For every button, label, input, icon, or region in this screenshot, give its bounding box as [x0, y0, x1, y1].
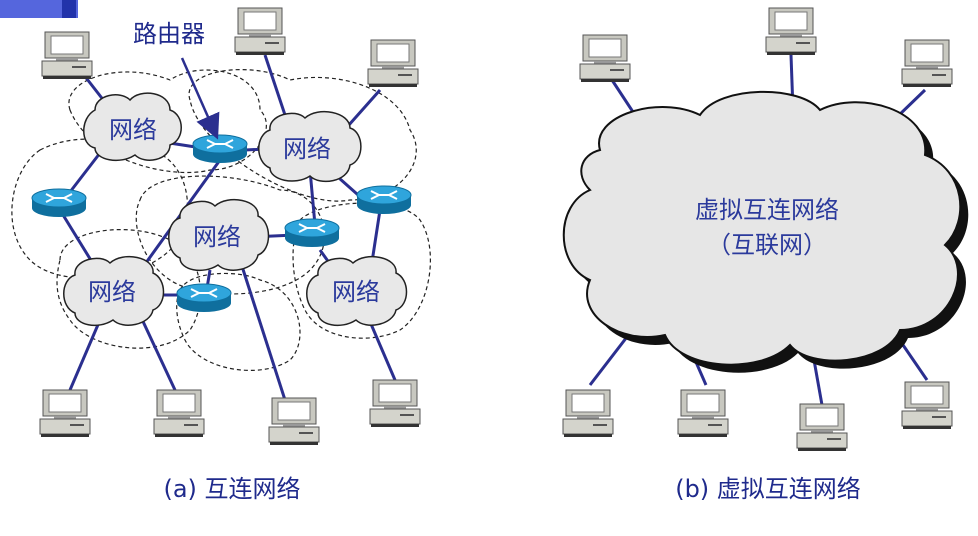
router-icon	[192, 134, 248, 164]
left-diagram: 网络 网络 网络 网络 网络 路由器	[11, 7, 431, 503]
computer-icon	[901, 381, 953, 430]
caption-b: (b) 虚拟互连网络	[675, 475, 861, 503]
computer-icon	[796, 403, 848, 452]
corner-decoration	[0, 0, 78, 18]
dashed-boundary	[135, 175, 326, 295]
computer-icon	[234, 7, 286, 56]
caption-a: (a) 互连网络	[163, 475, 300, 503]
router-icon	[176, 283, 232, 313]
computer-icon	[367, 39, 419, 88]
router-icon	[31, 188, 87, 218]
dashed-boundary	[68, 69, 267, 174]
cloud-title: 虚拟互连网络	[695, 196, 839, 224]
router-icon	[356, 185, 412, 215]
network-label: 网络	[88, 278, 136, 306]
computer-icon	[901, 39, 953, 88]
computer-icon	[41, 31, 93, 80]
router-label: 路由器	[133, 20, 205, 48]
dashed-boundary	[11, 138, 189, 279]
dashed-boundary	[176, 272, 301, 371]
computer-icon	[268, 397, 320, 446]
network-label: 网络	[283, 135, 331, 163]
right-diagram: 虚拟互连网络 （互联网） (b) 虚拟互连网络	[562, 7, 969, 503]
internet-cloud-icon: 虚拟互连网络 （互联网）	[562, 90, 969, 373]
computer-icon	[562, 389, 614, 438]
router-icon	[284, 218, 340, 248]
computer-icon	[765, 7, 817, 56]
computer-icon	[369, 379, 421, 428]
arrow-icon	[180, 57, 220, 140]
dashed-boundary	[188, 69, 417, 202]
network-cloud-icon: 网络	[306, 255, 408, 327]
network-cloud-icon: 网络	[63, 255, 165, 327]
computer-icon	[677, 389, 729, 438]
cloud-subtitle: （互联网）	[707, 231, 827, 259]
network-label: 网络	[332, 278, 380, 306]
computer-icon	[39, 389, 91, 438]
corner-decoration-dark	[62, 0, 76, 18]
network-cloud-icon: 网络	[168, 198, 270, 272]
network-label: 网络	[109, 116, 157, 144]
computer-icon	[579, 34, 631, 83]
network-cloud-icon: 网络	[258, 110, 362, 183]
computer-icon	[153, 389, 205, 438]
network-cloud-icon: 网络	[83, 92, 182, 162]
network-label: 网络	[193, 223, 241, 251]
